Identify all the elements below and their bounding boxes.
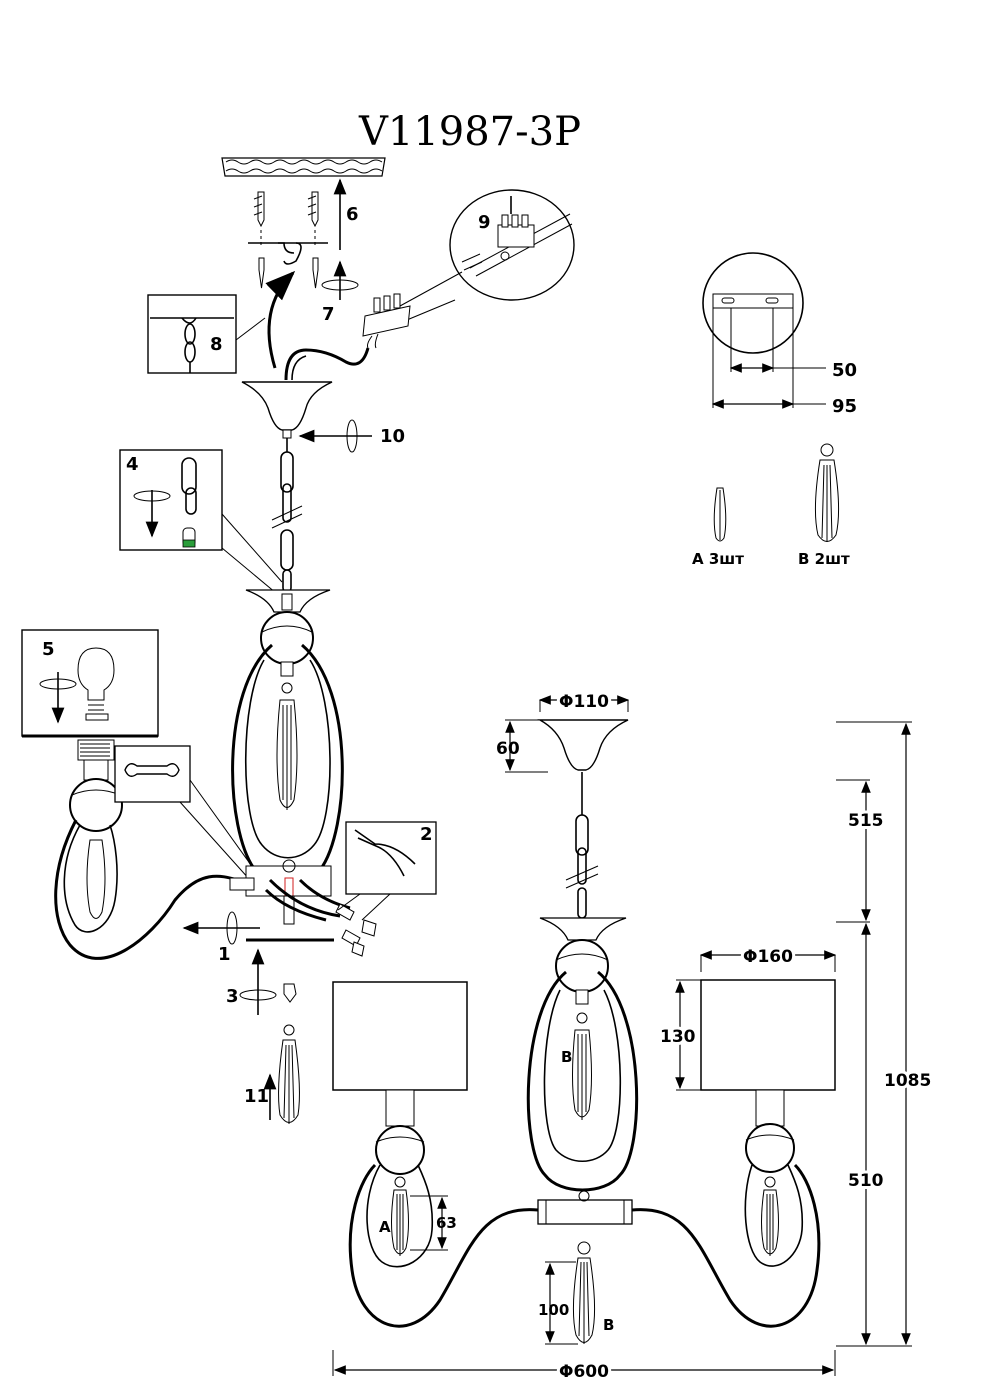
- inset-8: 8: [147, 294, 237, 374]
- plate-dim-outer: 95: [832, 396, 857, 417]
- inset-4: 4: [119, 449, 223, 551]
- dim-canopy: [505, 695, 630, 773]
- marker-b-center: B: [561, 1048, 572, 1066]
- dim-left-lamp: [332, 981, 468, 1268]
- dim-body-height: 510: [848, 1171, 884, 1191]
- crystal-a-icon: [713, 487, 727, 542]
- junction-box: [229, 859, 377, 957]
- supply-wire: [284, 347, 370, 381]
- dim-right-lamp: [675, 950, 837, 1267]
- wall-plugs: [253, 191, 319, 245]
- mounting-plate-detail: [702, 252, 826, 409]
- upper-hub: [245, 589, 331, 665]
- dim-total-height: 1085: [884, 1071, 931, 1091]
- step-6-label: 6: [346, 204, 359, 225]
- step-1-label: 1: [218, 944, 231, 965]
- dim-bottom-crystal: [545, 1241, 596, 1345]
- dim-vertical: [836, 721, 912, 1347]
- step-2-label: 2: [420, 824, 433, 845]
- dim-chain-length: 515: [848, 811, 884, 831]
- crystal-step-11: [278, 1024, 300, 1124]
- step-7-label: 7: [322, 304, 335, 325]
- rotate-icon-10: [346, 419, 358, 453]
- step-5-label: 5: [42, 639, 55, 660]
- inset-9-terminal: 9: [449, 189, 575, 301]
- step-8-label: 8: [210, 334, 223, 355]
- step-3-label: 3: [226, 986, 239, 1007]
- terminal-block: [362, 293, 411, 349]
- step-11-label: 11: [244, 1086, 269, 1107]
- ceiling-strip: [221, 157, 386, 177]
- dim-shade-diameter: Φ160: [743, 947, 793, 967]
- dim-crystal-b-length: 100: [538, 1301, 569, 1319]
- left-lamp-assembly: [54, 739, 239, 960]
- inset-2-pliers: 2: [345, 821, 437, 895]
- screws: [258, 257, 319, 289]
- step-4-label: 4: [126, 454, 139, 475]
- model-title: V11987-3P: [358, 109, 581, 155]
- dim-arms: [348, 1163, 821, 1328]
- inset-5: 5: [21, 629, 159, 738]
- dim-crystal-a-length: 63: [436, 1214, 457, 1232]
- dim-shade-height: 130: [660, 1027, 696, 1047]
- marker-a: A: [379, 1218, 391, 1236]
- arrow-8: [265, 270, 296, 369]
- mounting-hook-plate: [248, 242, 328, 265]
- dim-chain: [565, 772, 599, 919]
- dim-hub: [526, 917, 639, 1192]
- dim-canopy-height: 60: [496, 739, 520, 759]
- plate-dim-inner: 50: [832, 360, 857, 381]
- marker-b-bottom: B: [603, 1316, 614, 1334]
- crystal-b-label: B 2шт: [798, 550, 850, 568]
- finial-nut: [283, 983, 297, 1003]
- step-9-label: 9: [478, 212, 491, 233]
- step-10-label: 10: [380, 426, 405, 447]
- crystal-b-icon: [814, 443, 840, 542]
- dim-canopy-diameter: Φ110: [559, 692, 609, 712]
- dim-overall-width: [332, 1350, 836, 1376]
- chain-upper: [271, 438, 303, 593]
- upper-bulb: [276, 661, 298, 810]
- rotate-icon-7: [321, 279, 359, 291]
- canopy: [241, 381, 333, 439]
- dim-overall-diameter: Φ600: [559, 1362, 609, 1382]
- inset-wrench: [114, 745, 191, 803]
- crystal-a-label: A 3шт: [692, 550, 744, 568]
